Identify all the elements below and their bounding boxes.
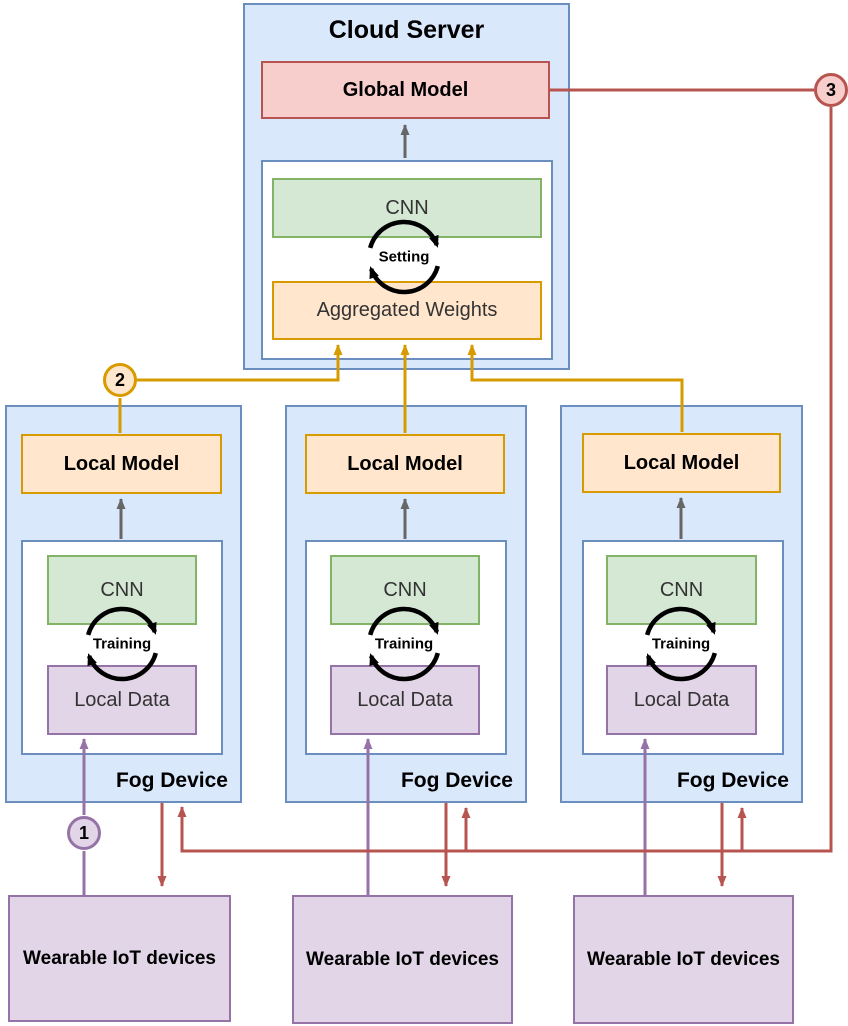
wearable-label-2: Wearable IoT devices [306,948,499,970]
local-data-label-2: Local Data [357,688,453,711]
cloud-server-title: Cloud Server [328,16,485,44]
wearable-label-3: Wearable IoT devices [587,948,780,970]
local-model-label-3: Local Model [623,451,740,474]
step-marker-2: 2 [103,363,137,397]
training-cycle-label-2: Training [373,635,435,653]
local-data-box-1: Local Data [47,665,197,735]
fog-cnn-label-2: CNN [383,578,427,601]
local-model-box-2: Local Model [305,434,505,494]
local-data-label-3: Local Data [633,688,730,711]
local-model-box-3: Local Model [582,433,781,493]
wearable-box-2: Wearable IoT devices [292,895,513,1024]
fog-cnn-box-2: CNN [330,555,480,625]
training-cycle-label-3: Training [650,635,712,653]
local-model-label-2: Local Model [347,452,463,475]
aggregated-weights-box: Aggregated Weights [272,281,542,340]
wearable-label-1: Wearable IoT devices [23,947,216,969]
fog-device-label-1: Fog Device [115,769,228,792]
setting-cycle-label: Setting [377,248,431,266]
local-data-box-3: Local Data [606,665,757,735]
step-marker-1: 1 [67,816,101,850]
training-cycle-label-1: Training [91,635,153,653]
wearable-box-3: Wearable IoT devices [573,895,794,1024]
local-model-label-1: Local Model [63,452,180,475]
global-model-label: Global Model [342,78,469,101]
fog-cnn-box-1: CNN [47,555,197,625]
fog-device-label-2: Fog Device [400,769,513,792]
aggregated-weights-label: Aggregated Weights [316,299,498,321]
step-marker-3: 3 [814,73,848,107]
fog-device-label-3: Fog Device [676,769,789,792]
cloud-cnn-label: CNN [385,196,429,219]
cloud-cnn-box: CNN [272,178,542,238]
global-model-box: Global Model [261,61,550,119]
local-data-label-1: Local Data [74,688,170,711]
local-data-box-2: Local Data [330,665,480,735]
fog-cnn-label-3: CNN [659,578,704,601]
wearable-box-1: Wearable IoT devices [8,895,231,1022]
fog-cnn-label-1: CNN [100,578,144,601]
local-model-box-1: Local Model [21,434,222,494]
fog-cnn-box-3: CNN [606,555,757,625]
